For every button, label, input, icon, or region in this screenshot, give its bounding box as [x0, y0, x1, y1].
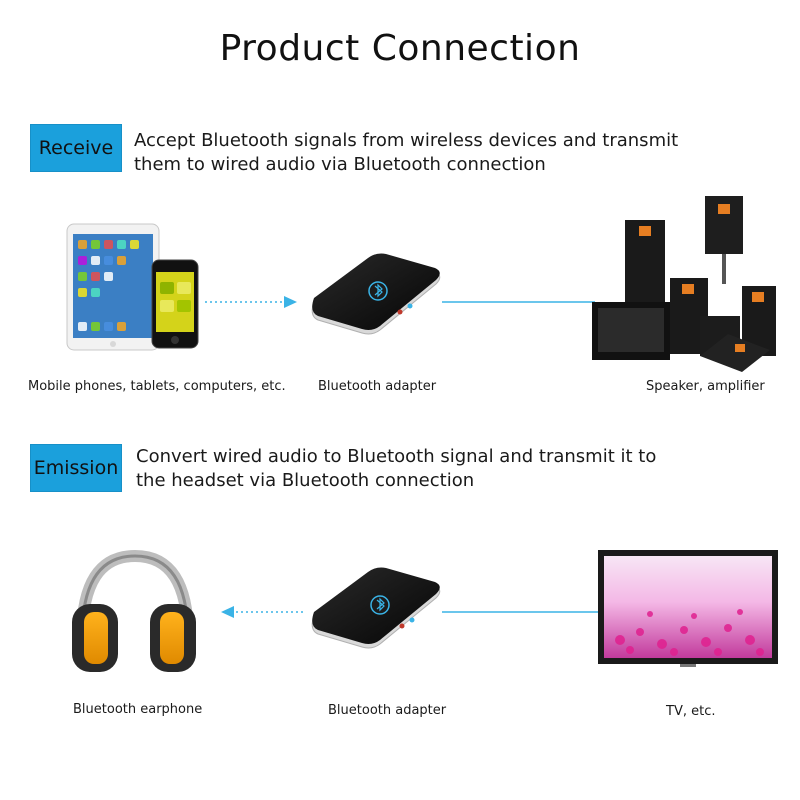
arrow-left-icon — [221, 606, 234, 618]
speaker-stack-icon — [592, 196, 776, 372]
emission-description: Convert wired audio to Bluetooth signal … — [136, 445, 656, 493]
emission-source-caption: TV, etc. — [666, 704, 716, 719]
receive-description-line2: them to wired audio via Bluetooth connec… — [134, 154, 546, 175]
emission-tag: Emission — [30, 444, 122, 492]
receive-description: Accept Bluetooth signals from wireless d… — [134, 129, 678, 177]
receive-adapter-caption: Bluetooth adapter — [318, 379, 437, 394]
headphones-icon — [72, 549, 196, 672]
phone-icon — [151, 259, 199, 349]
receive-source-caption: Mobile phones, tablets, computers, etc. — [28, 379, 286, 394]
tablet-icon — [66, 223, 160, 351]
emission-target-caption: Bluetooth earphone — [73, 702, 203, 717]
receive-tag: Receive — [30, 124, 122, 172]
page-title: Product Connection — [219, 28, 581, 69]
bluetooth-adapter-icon — [311, 567, 441, 649]
emission-description-line2: the headset via Bluetooth connection — [136, 470, 475, 491]
arrow-right-icon — [284, 296, 297, 308]
emission-description-line1: Convert wired audio to Bluetooth signal … — [136, 446, 657, 467]
receive-target-caption: Speaker, amplifier — [646, 379, 765, 394]
receive-description-line1: Accept Bluetooth signals from wireless d… — [134, 130, 679, 151]
tv-icon — [598, 550, 778, 667]
bluetooth-adapter-icon — [311, 253, 441, 335]
emission-adapter-caption: Bluetooth adapter — [328, 703, 447, 718]
